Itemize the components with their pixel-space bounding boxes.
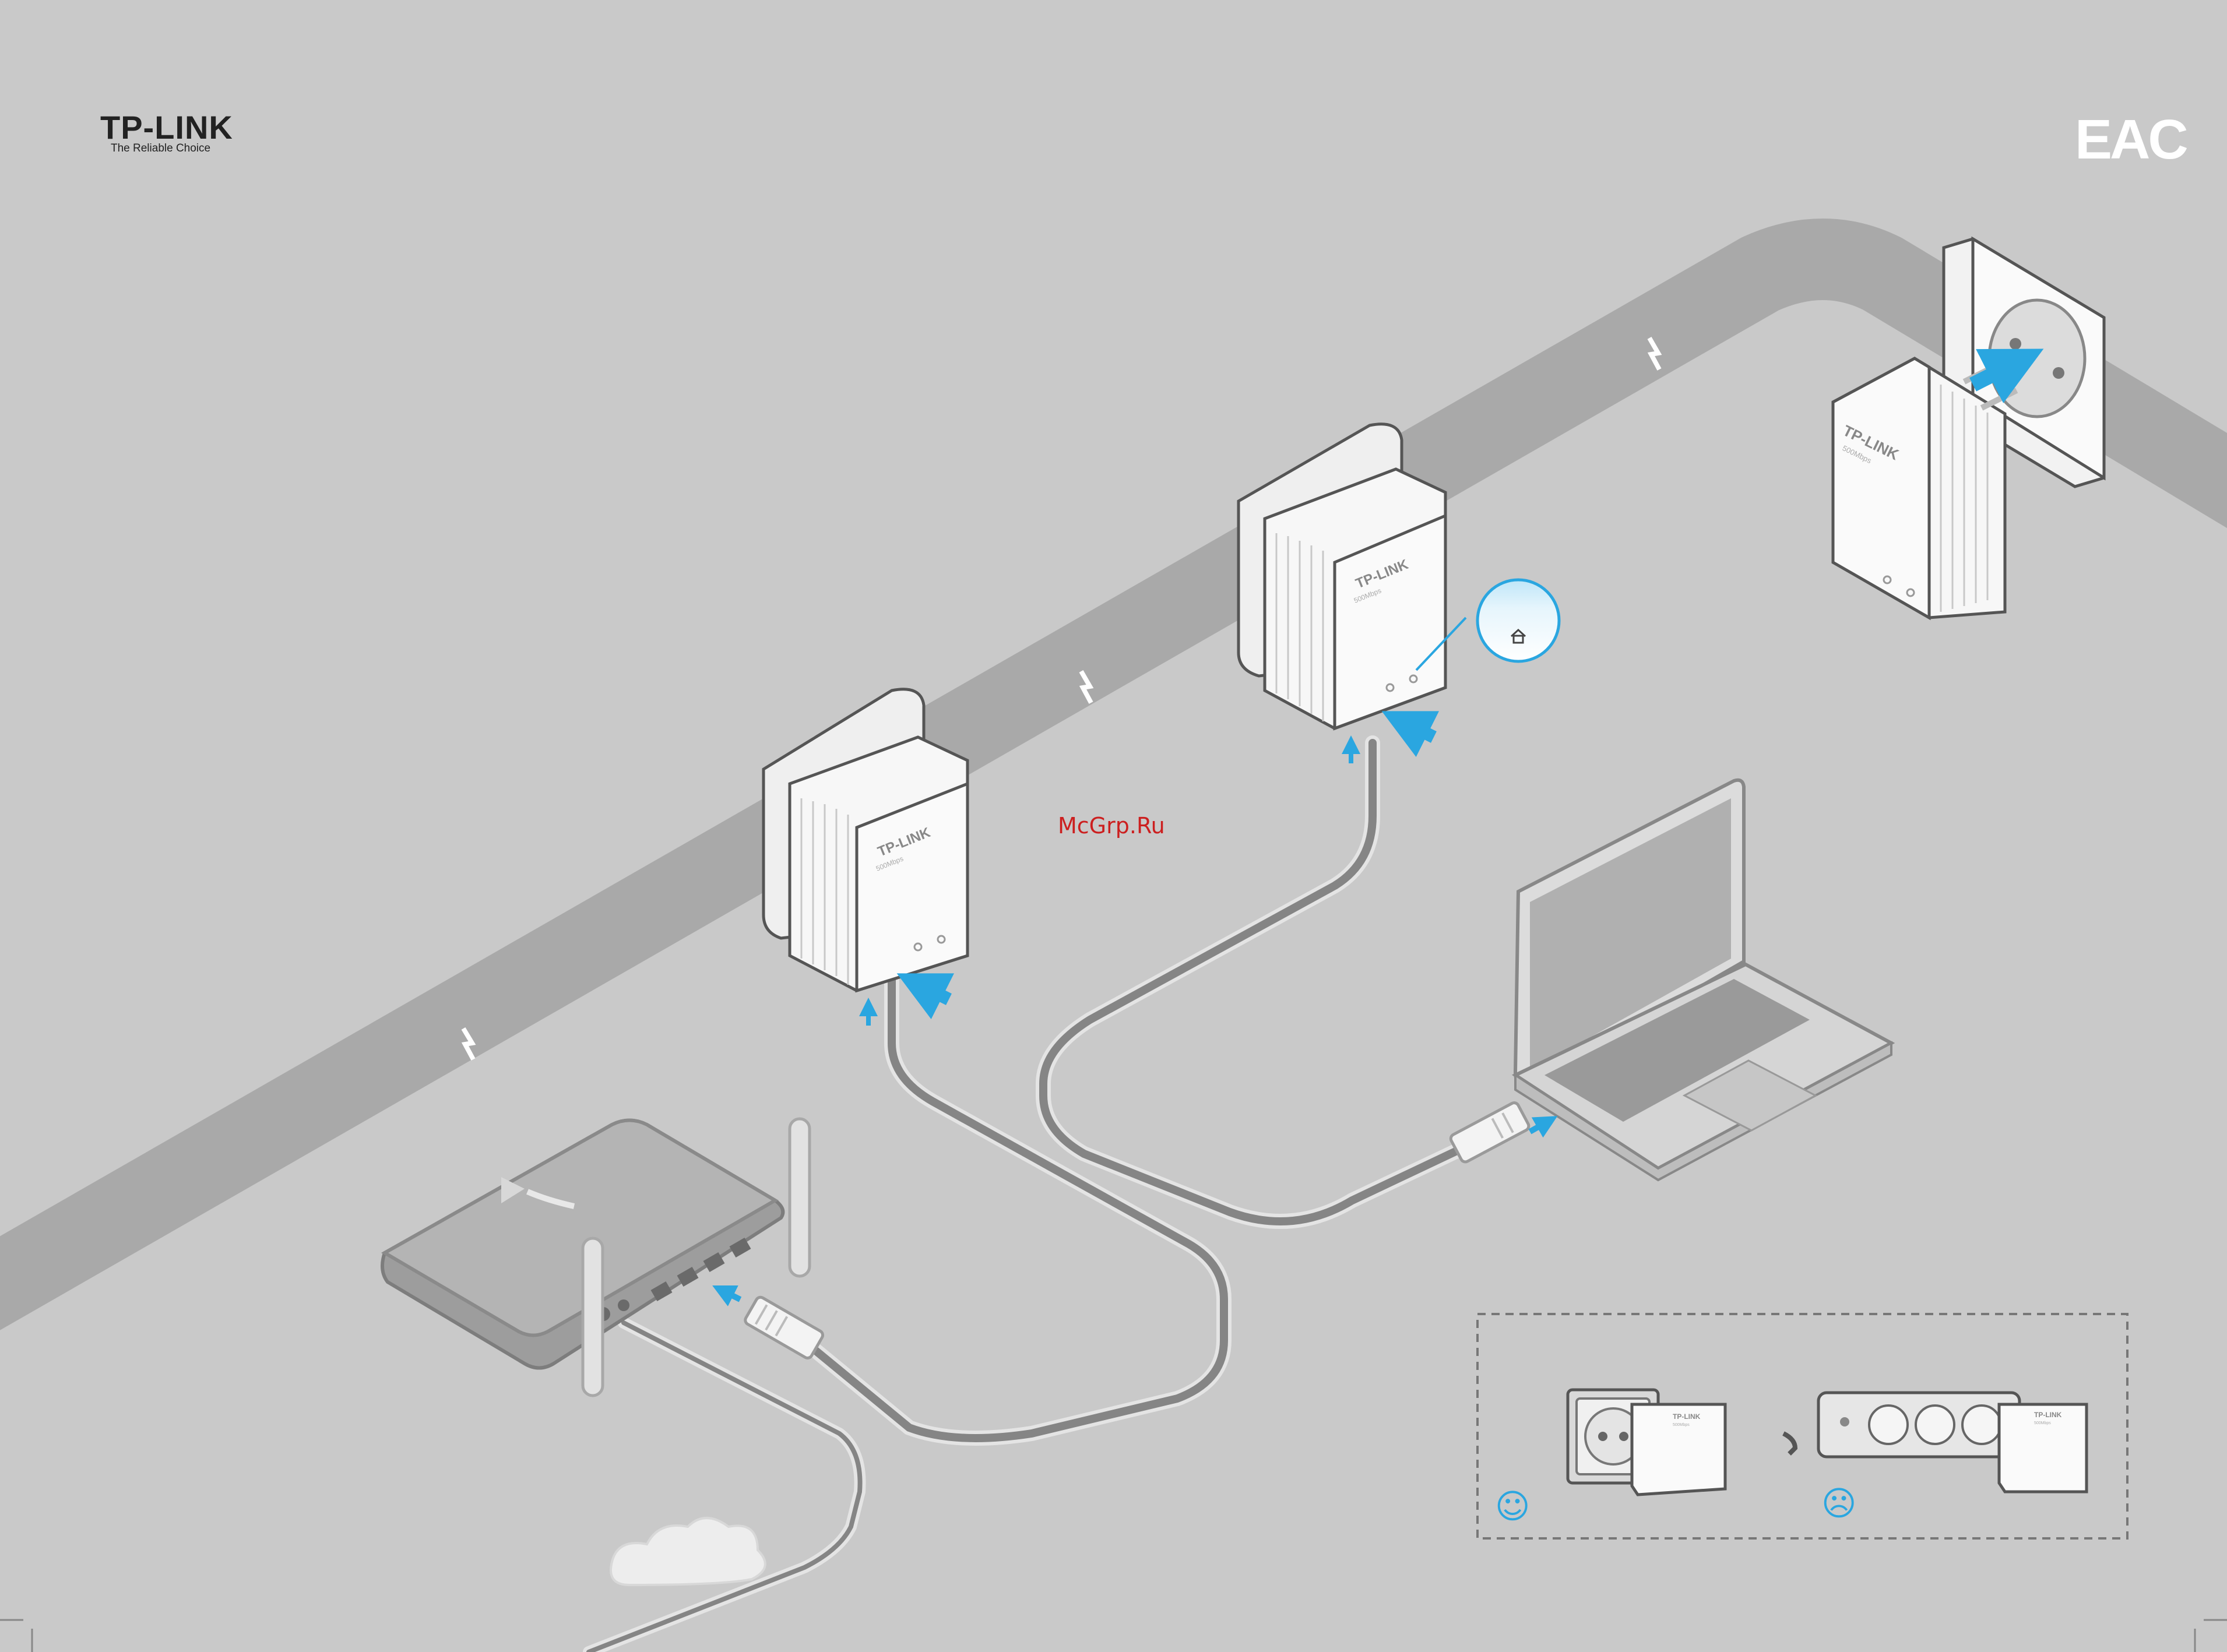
brand-name: TP-LINK: [100, 109, 233, 146]
router-antenna: [790, 1119, 810, 1276]
led-callout: [1477, 580, 1559, 661]
brand-tagline: The Reliable Choice: [111, 142, 210, 154]
router-antenna: [583, 1238, 603, 1396]
watermark: McGrp.Ru: [1058, 813, 1165, 839]
power-icon: [1840, 1417, 1849, 1426]
adapter-label: TP-LINK: [1673, 1413, 1701, 1421]
sad-face-bad-icon: ☹: [1821, 1484, 1856, 1523]
adapter-label: TP-LINK: [2034, 1411, 2062, 1419]
smiley-good-icon: ☺: [1495, 1487, 1530, 1526]
eac-certification-mark: EAC: [2075, 108, 2187, 171]
wall-socket-correct: TP-LINK 500Mbps: [1568, 1390, 1725, 1495]
adapter-speed: 500Mbps: [1673, 1423, 1690, 1427]
adapter-speed: 500Mbps: [2034, 1421, 2051, 1425]
